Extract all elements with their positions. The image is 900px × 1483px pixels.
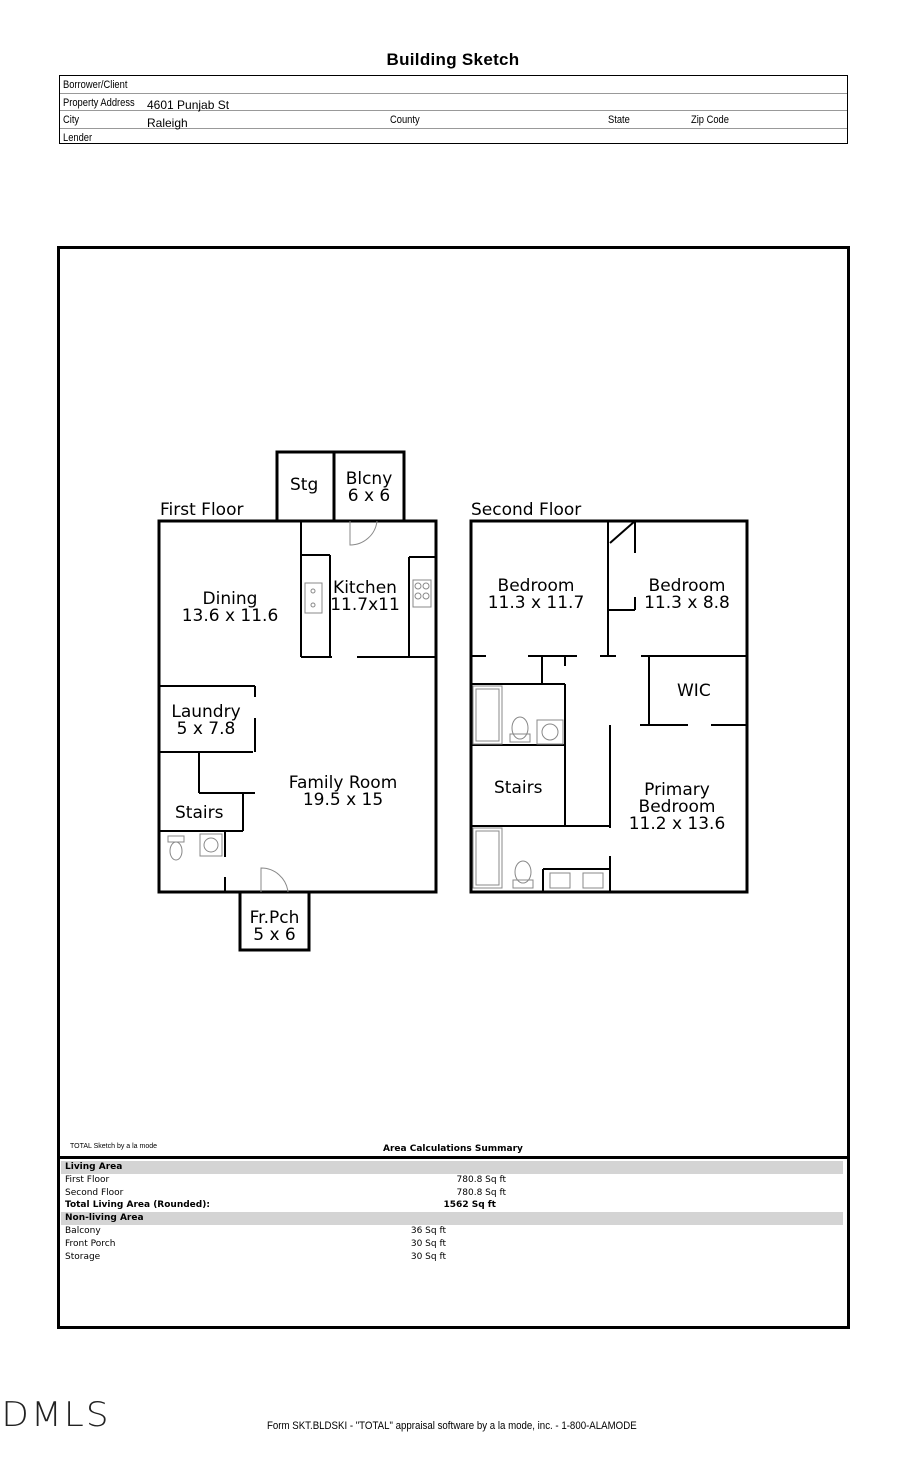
lender-row: Lender: [60, 129, 847, 146]
fixtures: [472, 685, 604, 889]
borrower-row: Borrower/Client: [60, 76, 847, 94]
city-row: City Raleigh County State Zip Code: [60, 111, 847, 130]
room-name: Laundry: [171, 702, 241, 722]
borrower-label: Borrower/Client: [63, 79, 128, 91]
row-label: Storage: [65, 1251, 101, 1262]
sketch-frame: [57, 246, 850, 1329]
row-label: Total Living Area (Rounded):: [65, 1200, 210, 1211]
row-value: 36 Sq ft: [410, 1225, 446, 1236]
room-name: Dining: [202, 589, 258, 609]
address-label: Property Address: [63, 96, 135, 109]
room-dims: 19.5 x 15: [302, 790, 384, 810]
second-floor-interior: [471, 520, 747, 892]
room-name: Blcny: [345, 469, 393, 489]
state-label: State: [608, 114, 630, 126]
room-dims: 11.3 x 11.7: [487, 593, 585, 613]
summary-row: Storage 30 Sq ft: [61, 1251, 843, 1264]
row-value: 30 Sq ft: [410, 1238, 446, 1249]
summary-title: Area Calculations Summary: [383, 1144, 523, 1154]
address-value: 4601 Punjab St: [147, 97, 230, 112]
section-label: Living Area: [65, 1162, 123, 1172]
room-dims: 13.6 x 11.6: [181, 606, 279, 626]
summary-divider: [57, 1156, 847, 1159]
room-name: Primary: [644, 780, 710, 800]
room-name: Bedroom: [648, 576, 726, 596]
zip-label: Zip Code: [691, 114, 729, 126]
room-stairs-1: Stairs: [175, 803, 224, 823]
room-dims: 6 x 6: [347, 486, 391, 506]
first-floor-label: First Floor: [160, 500, 244, 520]
dmls-logo: DMLS: [1, 1395, 111, 1435]
row-value: 780.8 Sq ft: [456, 1174, 506, 1185]
nonliving-header: Non-living Area: [61, 1212, 843, 1225]
row-value: 30 Sq ft: [410, 1251, 446, 1262]
first-floor-interior: [159, 521, 436, 892]
row-label: Second Floor: [65, 1187, 124, 1198]
row-value: 1562 Sq ft: [443, 1200, 496, 1211]
row-value: 780.8 Sq ft: [456, 1187, 506, 1198]
city-value: Raleigh: [147, 116, 188, 130]
summary-row: Second Floor 780.8 Sq ft: [61, 1187, 843, 1200]
room-dims: 11.3 x 8.8: [644, 593, 730, 613]
living-header: Living Area: [61, 1161, 843, 1174]
city-label: City: [63, 114, 80, 126]
lender-label: Lender: [63, 131, 93, 144]
summary-row: Balcony 36 Sq ft: [61, 1225, 843, 1238]
room-name: Bedroom: [497, 576, 575, 596]
section-label: Non-living Area: [65, 1213, 144, 1224]
summary-row: Front Porch 30 Sq ft: [61, 1238, 843, 1251]
room-name: Fr.Pch: [249, 908, 300, 928]
room-name: Family Room: [288, 773, 398, 793]
room-name-2: Bedroom: [638, 797, 716, 817]
room-dims: 11.7x11: [330, 595, 400, 615]
page-title: Building Sketch: [386, 50, 520, 69]
door-swings: [167, 520, 432, 893]
room-dims: 5 x 6: [253, 925, 296, 945]
summary-row: First Floor 780.8 Sq ft: [61, 1174, 843, 1187]
room-stairs-2: Stairs: [494, 778, 543, 798]
second-floor-label: Second Floor: [471, 500, 582, 520]
address-row: Property Address 4601 Punjab St: [60, 94, 847, 112]
row-label: First Floor: [65, 1174, 110, 1185]
row-label: Front Porch: [65, 1238, 116, 1249]
area-summary: Living Area First Floor 780.8 Sq ft Secon…: [61, 1161, 843, 1263]
row-label: Balcony: [65, 1225, 101, 1236]
room-dims: 5 x 7.8: [176, 719, 236, 739]
room-wic: WIC: [677, 681, 711, 701]
room-stg: Stg: [290, 475, 319, 495]
room-name: Kitchen: [333, 578, 397, 598]
sketch-credit: TOTAL Sketch by a la mode: [70, 1143, 158, 1150]
first-floor-walls: [157, 450, 438, 952]
header-table: Borrower/Client Property Address 4601 Pu…: [59, 75, 848, 144]
room-dims: 11.2 x 13.6: [628, 814, 726, 834]
county-label: County: [390, 114, 420, 126]
form-footer: Form SKT.BLDSKI - "TOTAL" appraisal soft…: [267, 1420, 637, 1432]
total-row: Total Living Area (Rounded): 1562 Sq ft: [61, 1199, 843, 1212]
